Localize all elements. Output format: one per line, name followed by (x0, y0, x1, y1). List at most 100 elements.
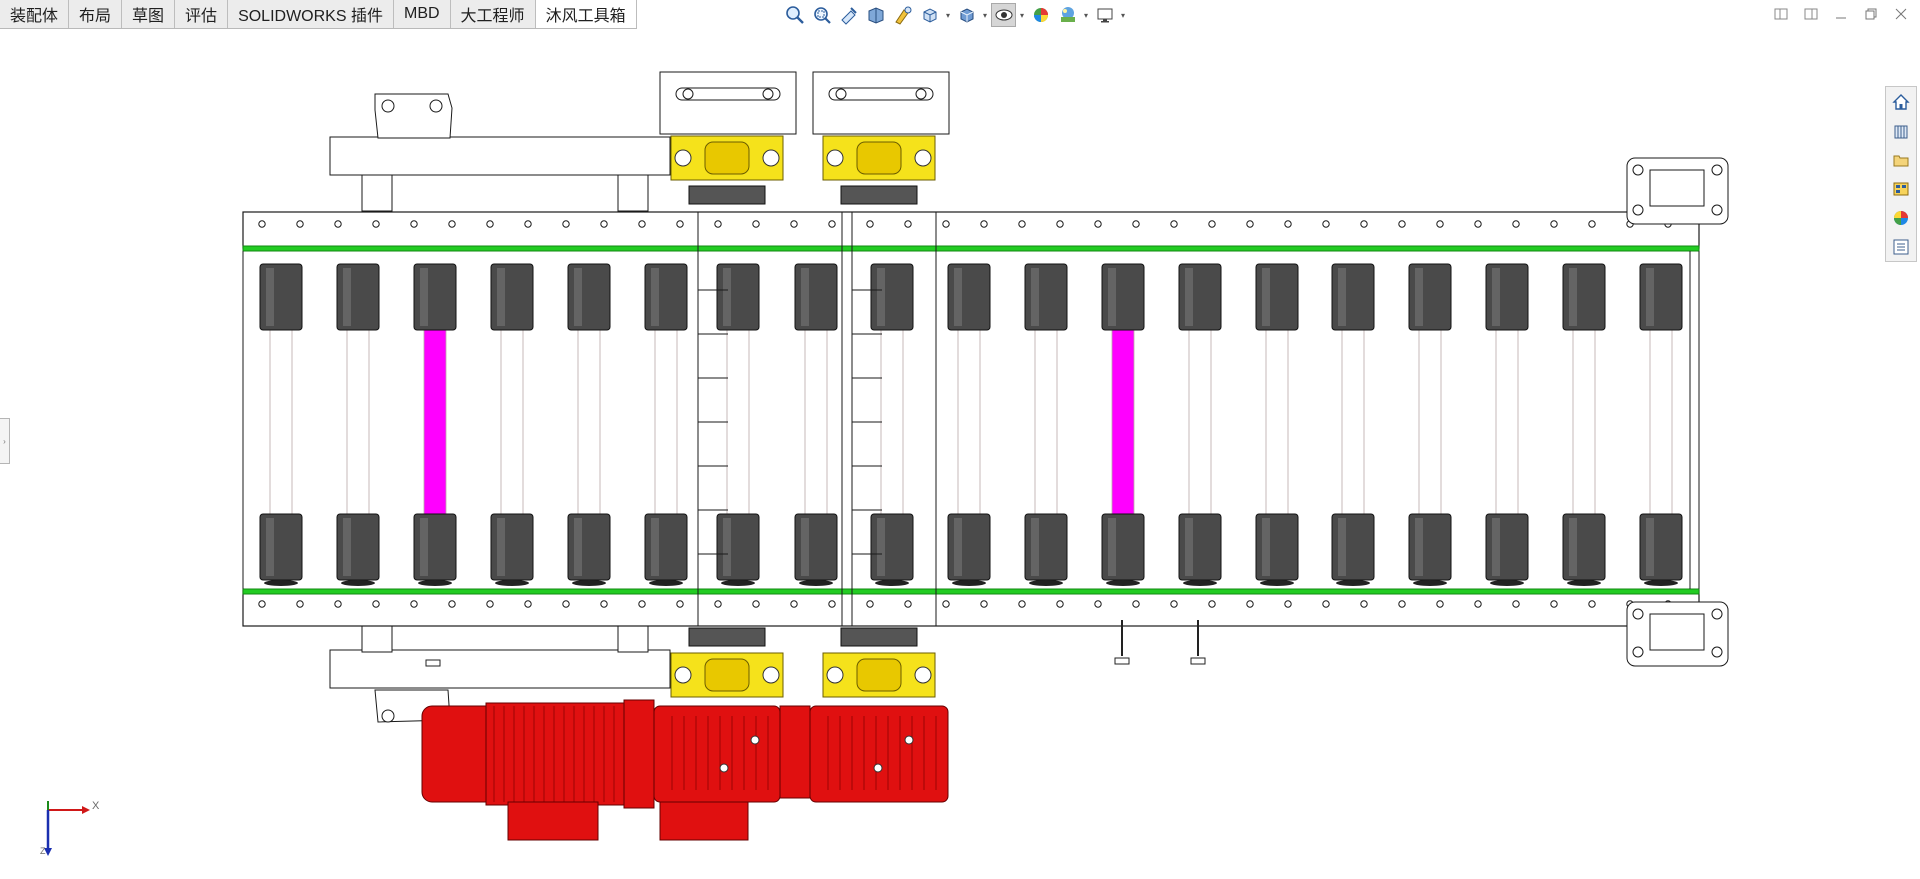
tab-4[interactable]: SOLIDWORKS 插件 (228, 0, 394, 28)
hide-show-items-icon[interactable] (991, 3, 1016, 27)
bolt-icon (1632, 164, 1644, 176)
roller-highlight (877, 268, 885, 326)
graphics-area[interactable] (0, 30, 1920, 879)
drive-shaft-stub (688, 627, 766, 647)
section-view-icon[interactable] (863, 3, 888, 27)
rail-bolt-icon (1322, 600, 1330, 608)
guide-strip-bottom (242, 588, 1700, 595)
motor-flange (623, 699, 655, 809)
tensioner-slot (828, 87, 934, 101)
roller-highlight (1262, 268, 1270, 326)
rail-bolt-icon (1512, 600, 1520, 608)
rail-bolt-icon (1360, 600, 1368, 608)
restore-icon[interactable] (1860, 4, 1882, 24)
rail-bolt-icon (942, 220, 950, 228)
triad-x-label: X (92, 800, 100, 812)
rail-bolt-icon (524, 600, 532, 608)
tab-2[interactable]: 草图 (122, 0, 176, 28)
roller-highlight (343, 518, 351, 576)
roller-shaft (1034, 329, 1058, 515)
custom-properties-icon[interactable] (1887, 233, 1915, 261)
roller-shadow (341, 580, 375, 586)
rail-bolt-icon (1056, 220, 1064, 228)
bolt-icon (381, 709, 395, 723)
feature-manager-collapse-handle[interactable]: › (0, 418, 10, 464)
view-settings-icon[interactable] (1092, 3, 1117, 27)
close-icon[interactable] (1890, 4, 1912, 24)
rail-bolt-icon (448, 220, 456, 228)
roller-shaft (500, 329, 524, 515)
roller-shaft (1265, 329, 1289, 515)
home-icon[interactable] (1887, 88, 1915, 116)
roller-highlight (954, 518, 962, 576)
dynamic-annotation-icon[interactable] (890, 3, 915, 27)
view-palette-icon[interactable] (1887, 175, 1915, 203)
rail-bolt-icon (1246, 600, 1254, 608)
rail-bolt-icon (410, 600, 418, 608)
bolt-icon (904, 735, 914, 745)
roller-highlight (801, 268, 809, 326)
gearbox-2 (809, 705, 949, 803)
rail-bolt-icon (638, 220, 646, 228)
appearances-icon[interactable] (1887, 204, 1915, 232)
drive-shaft-stub (840, 185, 918, 205)
chevron-down-icon[interactable]: ▾ (945, 10, 950, 20)
chevron-down-icon[interactable]: ▾ (1120, 10, 1125, 20)
apply-scene-icon[interactable] (1055, 3, 1080, 27)
roller-shadow (1490, 580, 1524, 586)
rail-bolt-icon (1018, 600, 1026, 608)
rail-bolt-icon (904, 220, 912, 228)
rail-bolt-icon (296, 600, 304, 608)
support-leg (361, 174, 393, 212)
chevron-down-icon[interactable]: ▾ (1019, 10, 1024, 20)
rail-bolt-icon (1322, 220, 1330, 228)
drive-shaft-stub (688, 185, 766, 205)
bolt-icon (750, 735, 760, 745)
chevron-down-icon[interactable]: ▾ (982, 10, 987, 20)
roller-highlight (651, 518, 659, 576)
tab-7[interactable]: 沐风工具箱 (535, 0, 637, 28)
roller-shaft (1572, 329, 1596, 515)
design-library-icon[interactable] (1887, 117, 1915, 145)
bolt-icon (873, 763, 883, 773)
end-bracket-window (1649, 613, 1705, 651)
zoom-to-fit-icon[interactable] (782, 3, 807, 27)
rail-bolt-icon (600, 600, 608, 608)
rail-bolt-icon (486, 220, 494, 228)
tab-3[interactable]: 评估 (175, 0, 229, 28)
tile-left-icon[interactable] (1770, 4, 1792, 24)
bolt-icon (826, 149, 844, 167)
rail-bolt-icon (1132, 220, 1140, 228)
bolt-icon (914, 149, 932, 167)
tab-0[interactable]: 装配体 (0, 0, 70, 28)
file-explorer-icon[interactable] (1887, 146, 1915, 174)
zoom-to-area-icon[interactable] (809, 3, 834, 27)
roller-shaft (880, 329, 904, 515)
rail-bolt-icon (1094, 600, 1102, 608)
display-style-icon[interactable] (954, 3, 979, 27)
roller-shadow (875, 580, 909, 586)
roller-highlight (1492, 518, 1500, 576)
minimize-icon[interactable] (1830, 4, 1852, 24)
roller-highlight (1108, 268, 1116, 326)
roller-shadow (1260, 580, 1294, 586)
rail-bolt-icon (676, 600, 684, 608)
rail-bolt-icon (1398, 600, 1406, 608)
view-orientation-icon[interactable] (917, 3, 942, 27)
roller-highlight (1646, 268, 1654, 326)
tab-5[interactable]: MBD (393, 0, 451, 28)
side-rail-top (242, 211, 1700, 249)
tile-right-icon[interactable] (1800, 4, 1822, 24)
tab-1[interactable]: 布局 (69, 0, 123, 28)
tab-6[interactable]: 大工程师 (450, 0, 536, 28)
rail-bolt-icon (1398, 220, 1406, 228)
previous-view-icon[interactable] (836, 3, 861, 27)
rail-bolt-icon (638, 600, 646, 608)
chevron-down-icon[interactable]: ▾ (1083, 10, 1088, 20)
rail-bolt-icon (1018, 220, 1026, 228)
roller-shaft (577, 329, 601, 515)
drive-shaft-stub (840, 627, 918, 647)
edit-appearance-icon[interactable] (1028, 3, 1053, 27)
rail-bolt-icon (258, 600, 266, 608)
rail-bolt-icon (790, 220, 798, 228)
